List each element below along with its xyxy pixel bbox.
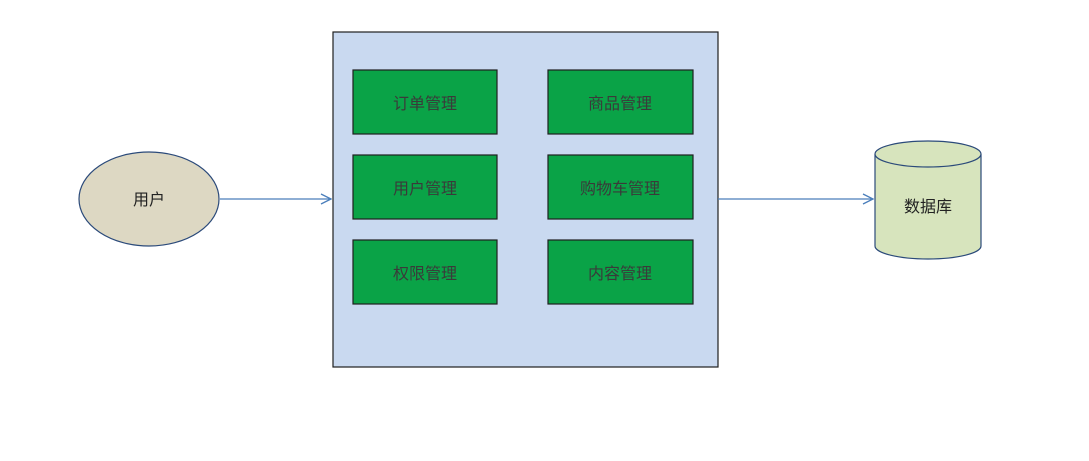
- database-cylinder-icon: [874, 140, 982, 260]
- module-box-permission: [352, 239, 498, 305]
- module-box-product: [547, 69, 694, 135]
- module-box-order: [352, 69, 498, 135]
- module-box-cart: [547, 154, 694, 220]
- user-node: [78, 151, 220, 247]
- module-box-user: [352, 154, 498, 220]
- module-box-content: [547, 239, 694, 305]
